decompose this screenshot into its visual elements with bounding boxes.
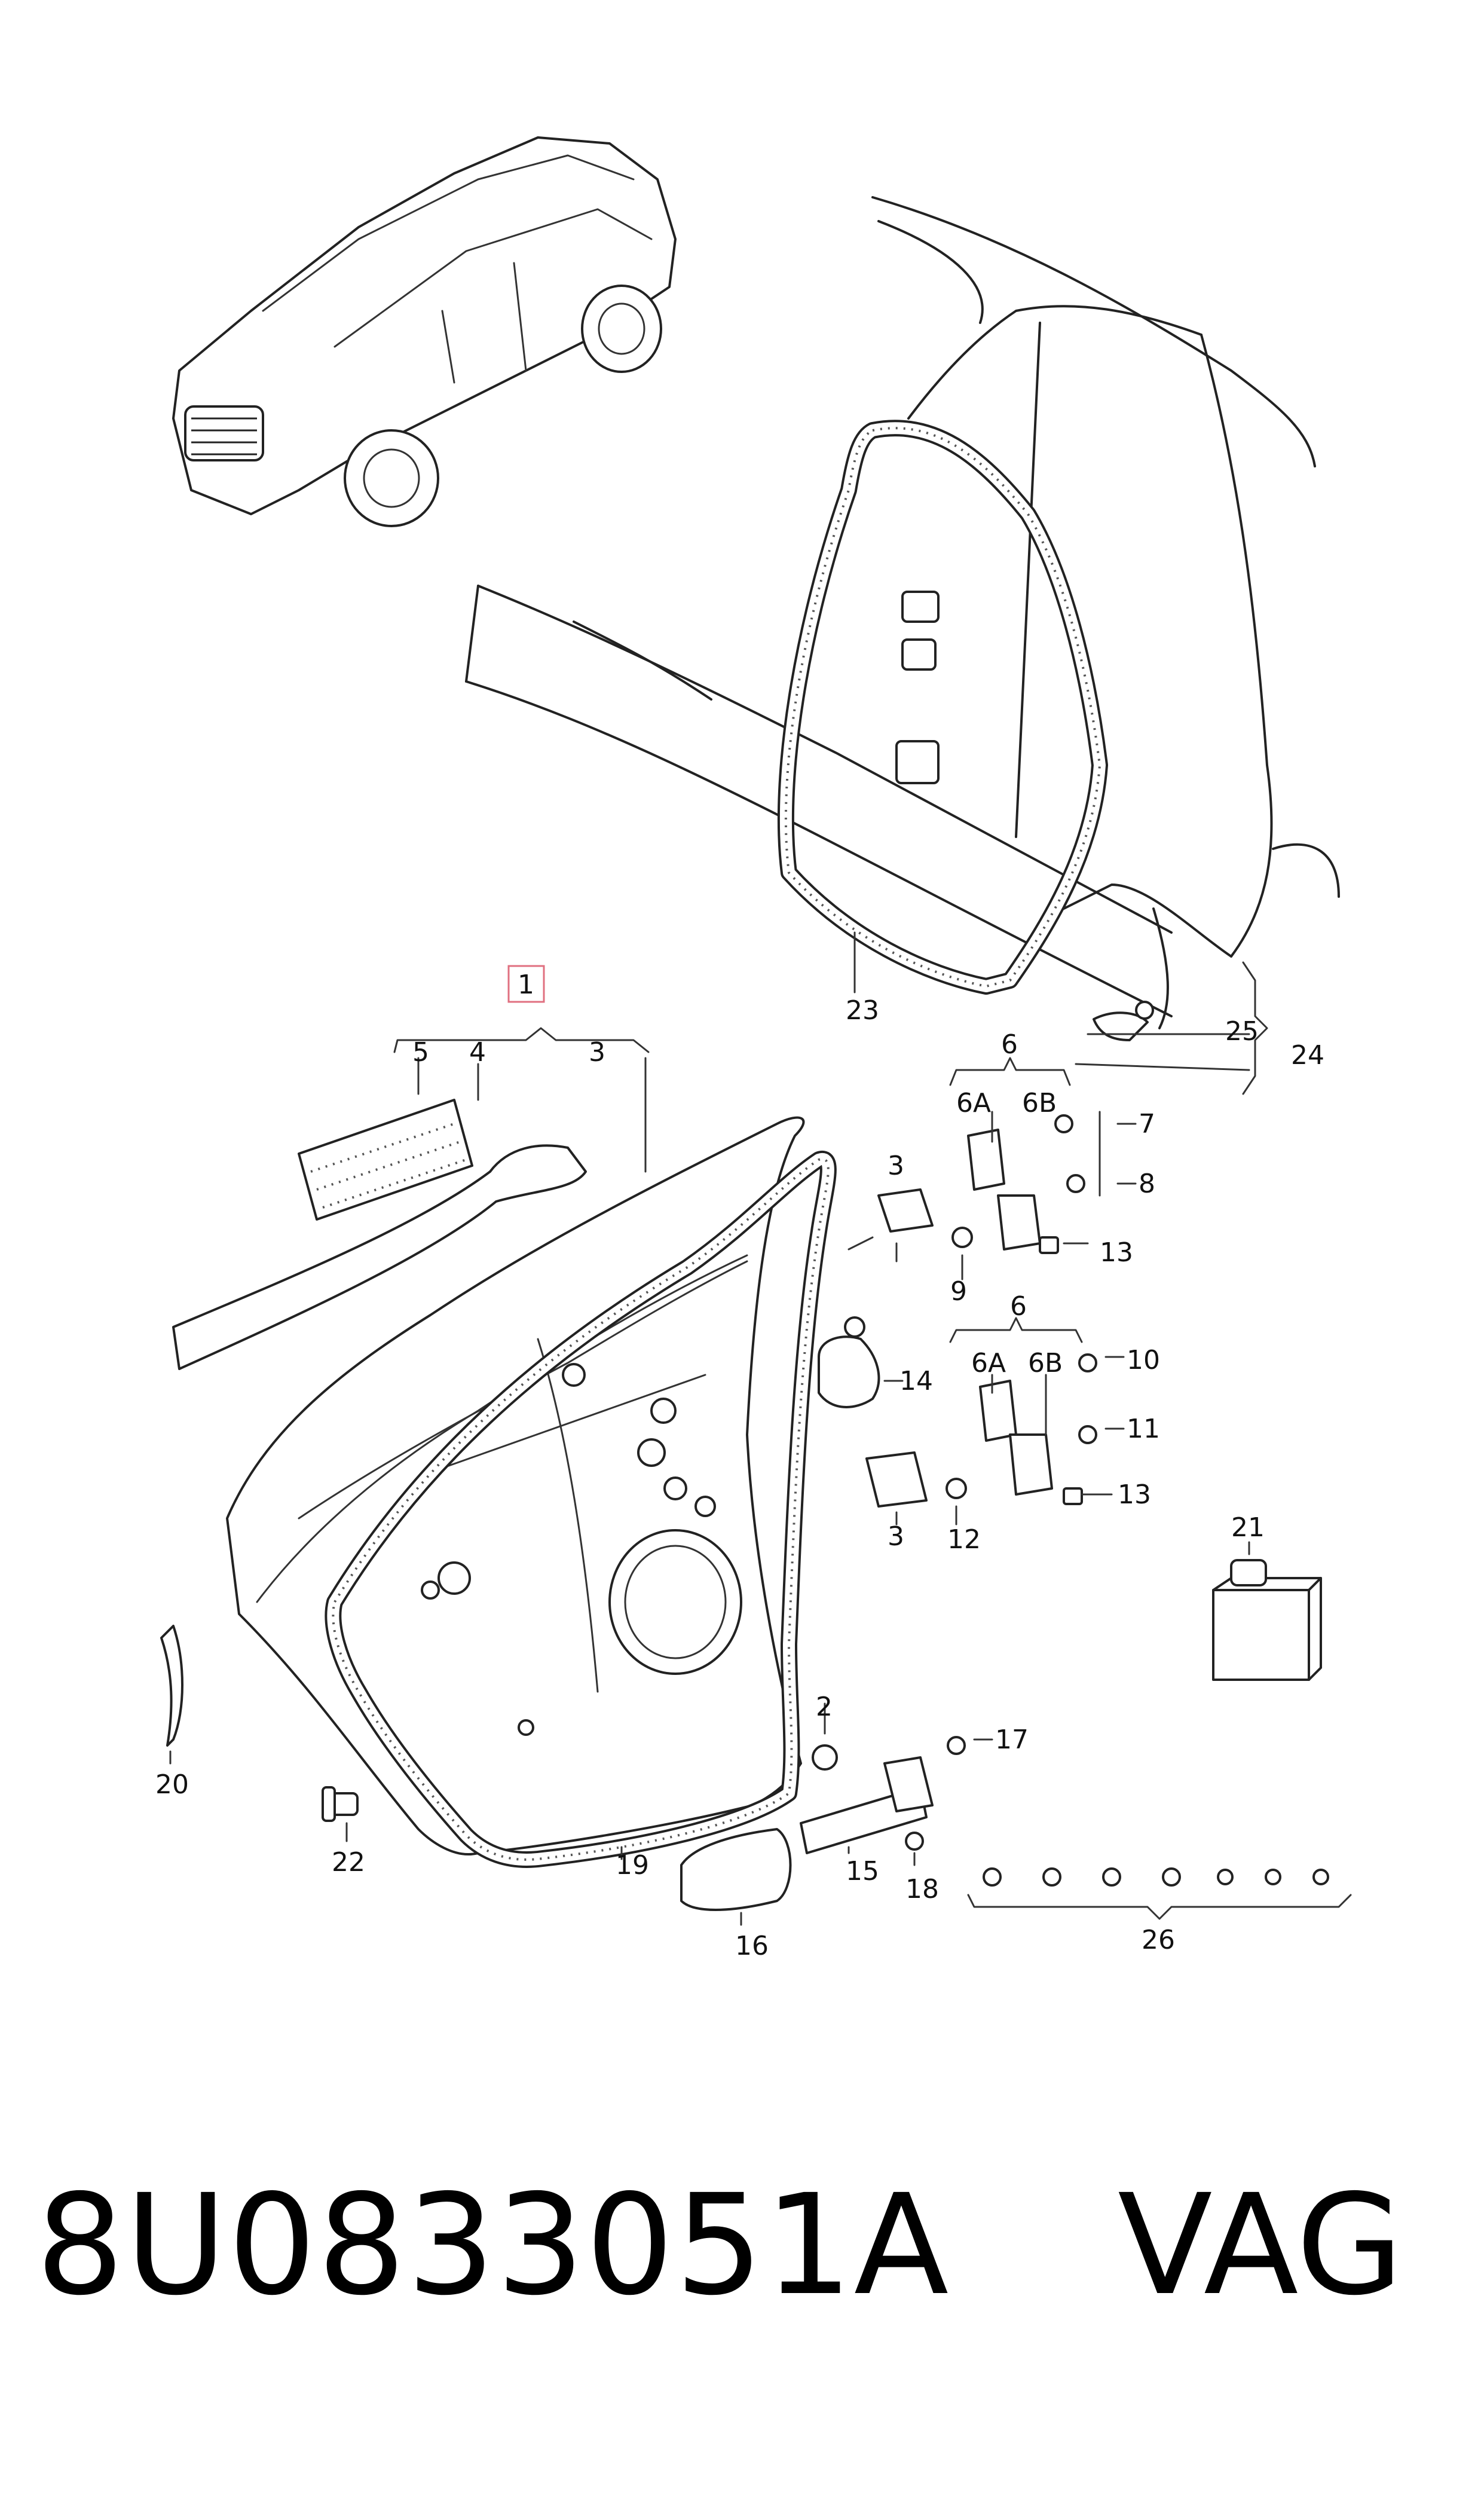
callout-3a: 3 <box>589 1037 605 1068</box>
callout-21: 21 <box>1231 1512 1265 1543</box>
callout-8: 8 <box>1139 1169 1155 1199</box>
callout-6B-upper: 6B <box>1022 1088 1057 1118</box>
callout-6a: 6 <box>1001 1029 1018 1060</box>
callout-19: 19 <box>616 1850 649 1881</box>
callout-2: 2 <box>816 1692 833 1722</box>
hinge-lower-illustration <box>865 1353 1097 1508</box>
callout-7: 7 <box>1139 1109 1155 1139</box>
callout-1-highlight <box>507 965 545 1003</box>
callout-25: 25 <box>1225 1016 1259 1047</box>
hinge-upper-illustration <box>877 1114 1085 1254</box>
part-20-trim <box>160 1625 183 1747</box>
callout-22: 22 <box>332 1847 365 1878</box>
callout-16: 16 <box>735 1931 769 1961</box>
callout-5: 5 <box>412 1037 429 1068</box>
callout-12: 12 <box>947 1524 981 1555</box>
part-14-plug <box>818 1316 880 1408</box>
body-side-illustration <box>465 196 1340 1029</box>
callout-13a: 13 <box>1100 1237 1133 1268</box>
part-4-reinforcement <box>172 1144 587 1370</box>
callout-26: 26 <box>1142 1925 1175 1955</box>
part-26-fasteners <box>983 1867 1329 1887</box>
callout-9: 9 <box>950 1276 967 1307</box>
part-number: 8U0833051A <box>36 2165 950 2326</box>
vehicle-illustration <box>172 136 677 527</box>
callout-1: 1 <box>518 970 534 1000</box>
callout-24: 24 <box>1291 1040 1324 1071</box>
callout-15: 15 <box>846 1856 879 1887</box>
callout-11: 11 <box>1127 1414 1160 1444</box>
callout-6A-lower: 6A <box>971 1348 1006 1378</box>
callout-6B-lower: 6B <box>1028 1348 1063 1378</box>
callout-20: 20 <box>155 1769 189 1800</box>
callout-18: 18 <box>905 1874 939 1904</box>
callout-17: 17 <box>995 1725 1029 1755</box>
callout-4: 4 <box>469 1037 486 1068</box>
callout-3b: 3 <box>888 1151 904 1181</box>
brand-name: VAG <box>1118 2165 1404 2326</box>
part-21-container <box>1212 1559 1322 1681</box>
callout-23: 23 <box>846 995 879 1026</box>
part-22-bumper <box>322 1786 359 1822</box>
callout-6A-upper: 6A <box>956 1088 991 1118</box>
door-shell-illustration <box>226 1116 837 1868</box>
callout-6b: 6 <box>1010 1291 1027 1322</box>
check-strap-illustration <box>680 1736 966 1911</box>
callout-10: 10 <box>1127 1345 1160 1375</box>
callout-13b: 13 <box>1118 1479 1151 1510</box>
callout-labels: 1 2 3 3 3 4 5 6 6 6A 6B 6A 6B 7 8 9 10 1… <box>155 970 1324 1961</box>
callout-3c: 3 <box>888 1521 904 1552</box>
part-5-pad <box>298 1099 473 1221</box>
leader-lines <box>169 931 1352 1926</box>
callout-14: 14 <box>899 1366 933 1396</box>
